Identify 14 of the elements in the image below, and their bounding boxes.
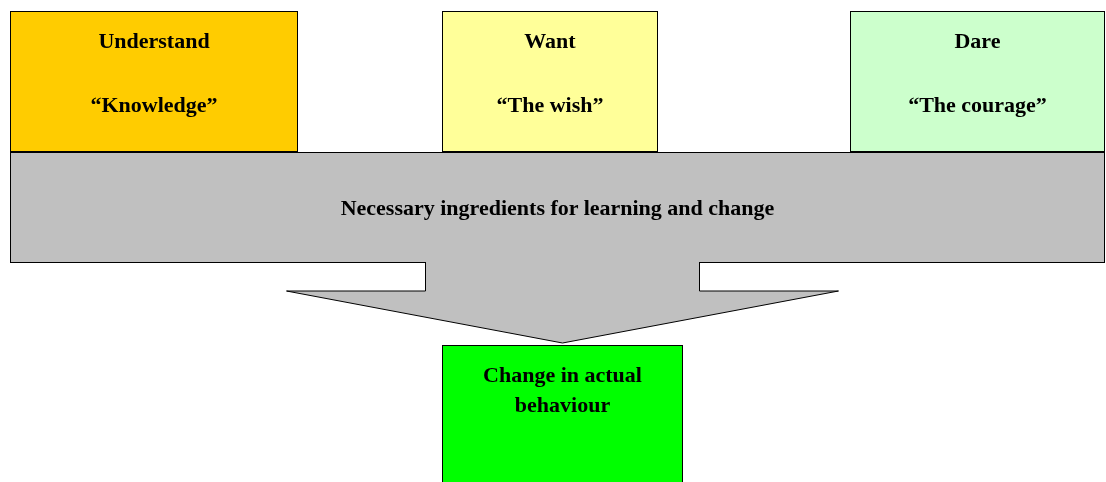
block-arrow	[286, 261, 839, 344]
box-subtitle: “The courage”	[908, 91, 1047, 119]
concept-box	[442, 11, 658, 152]
concept-box	[10, 11, 298, 152]
box-subtitle: “Knowledge”	[90, 91, 218, 119]
box-subtitle: “The wish”	[496, 91, 604, 119]
box-heading: Want	[524, 27, 576, 55]
concept-box	[850, 11, 1105, 152]
box-heading: Understand	[98, 27, 210, 55]
concept-box	[442, 345, 683, 482]
box-heading: Change in actual behaviour	[482, 361, 643, 419]
box-heading: Necessary ingredients for learning and change	[340, 193, 775, 222]
box-heading: Dare	[954, 27, 1001, 55]
banner-box	[10, 152, 1105, 263]
